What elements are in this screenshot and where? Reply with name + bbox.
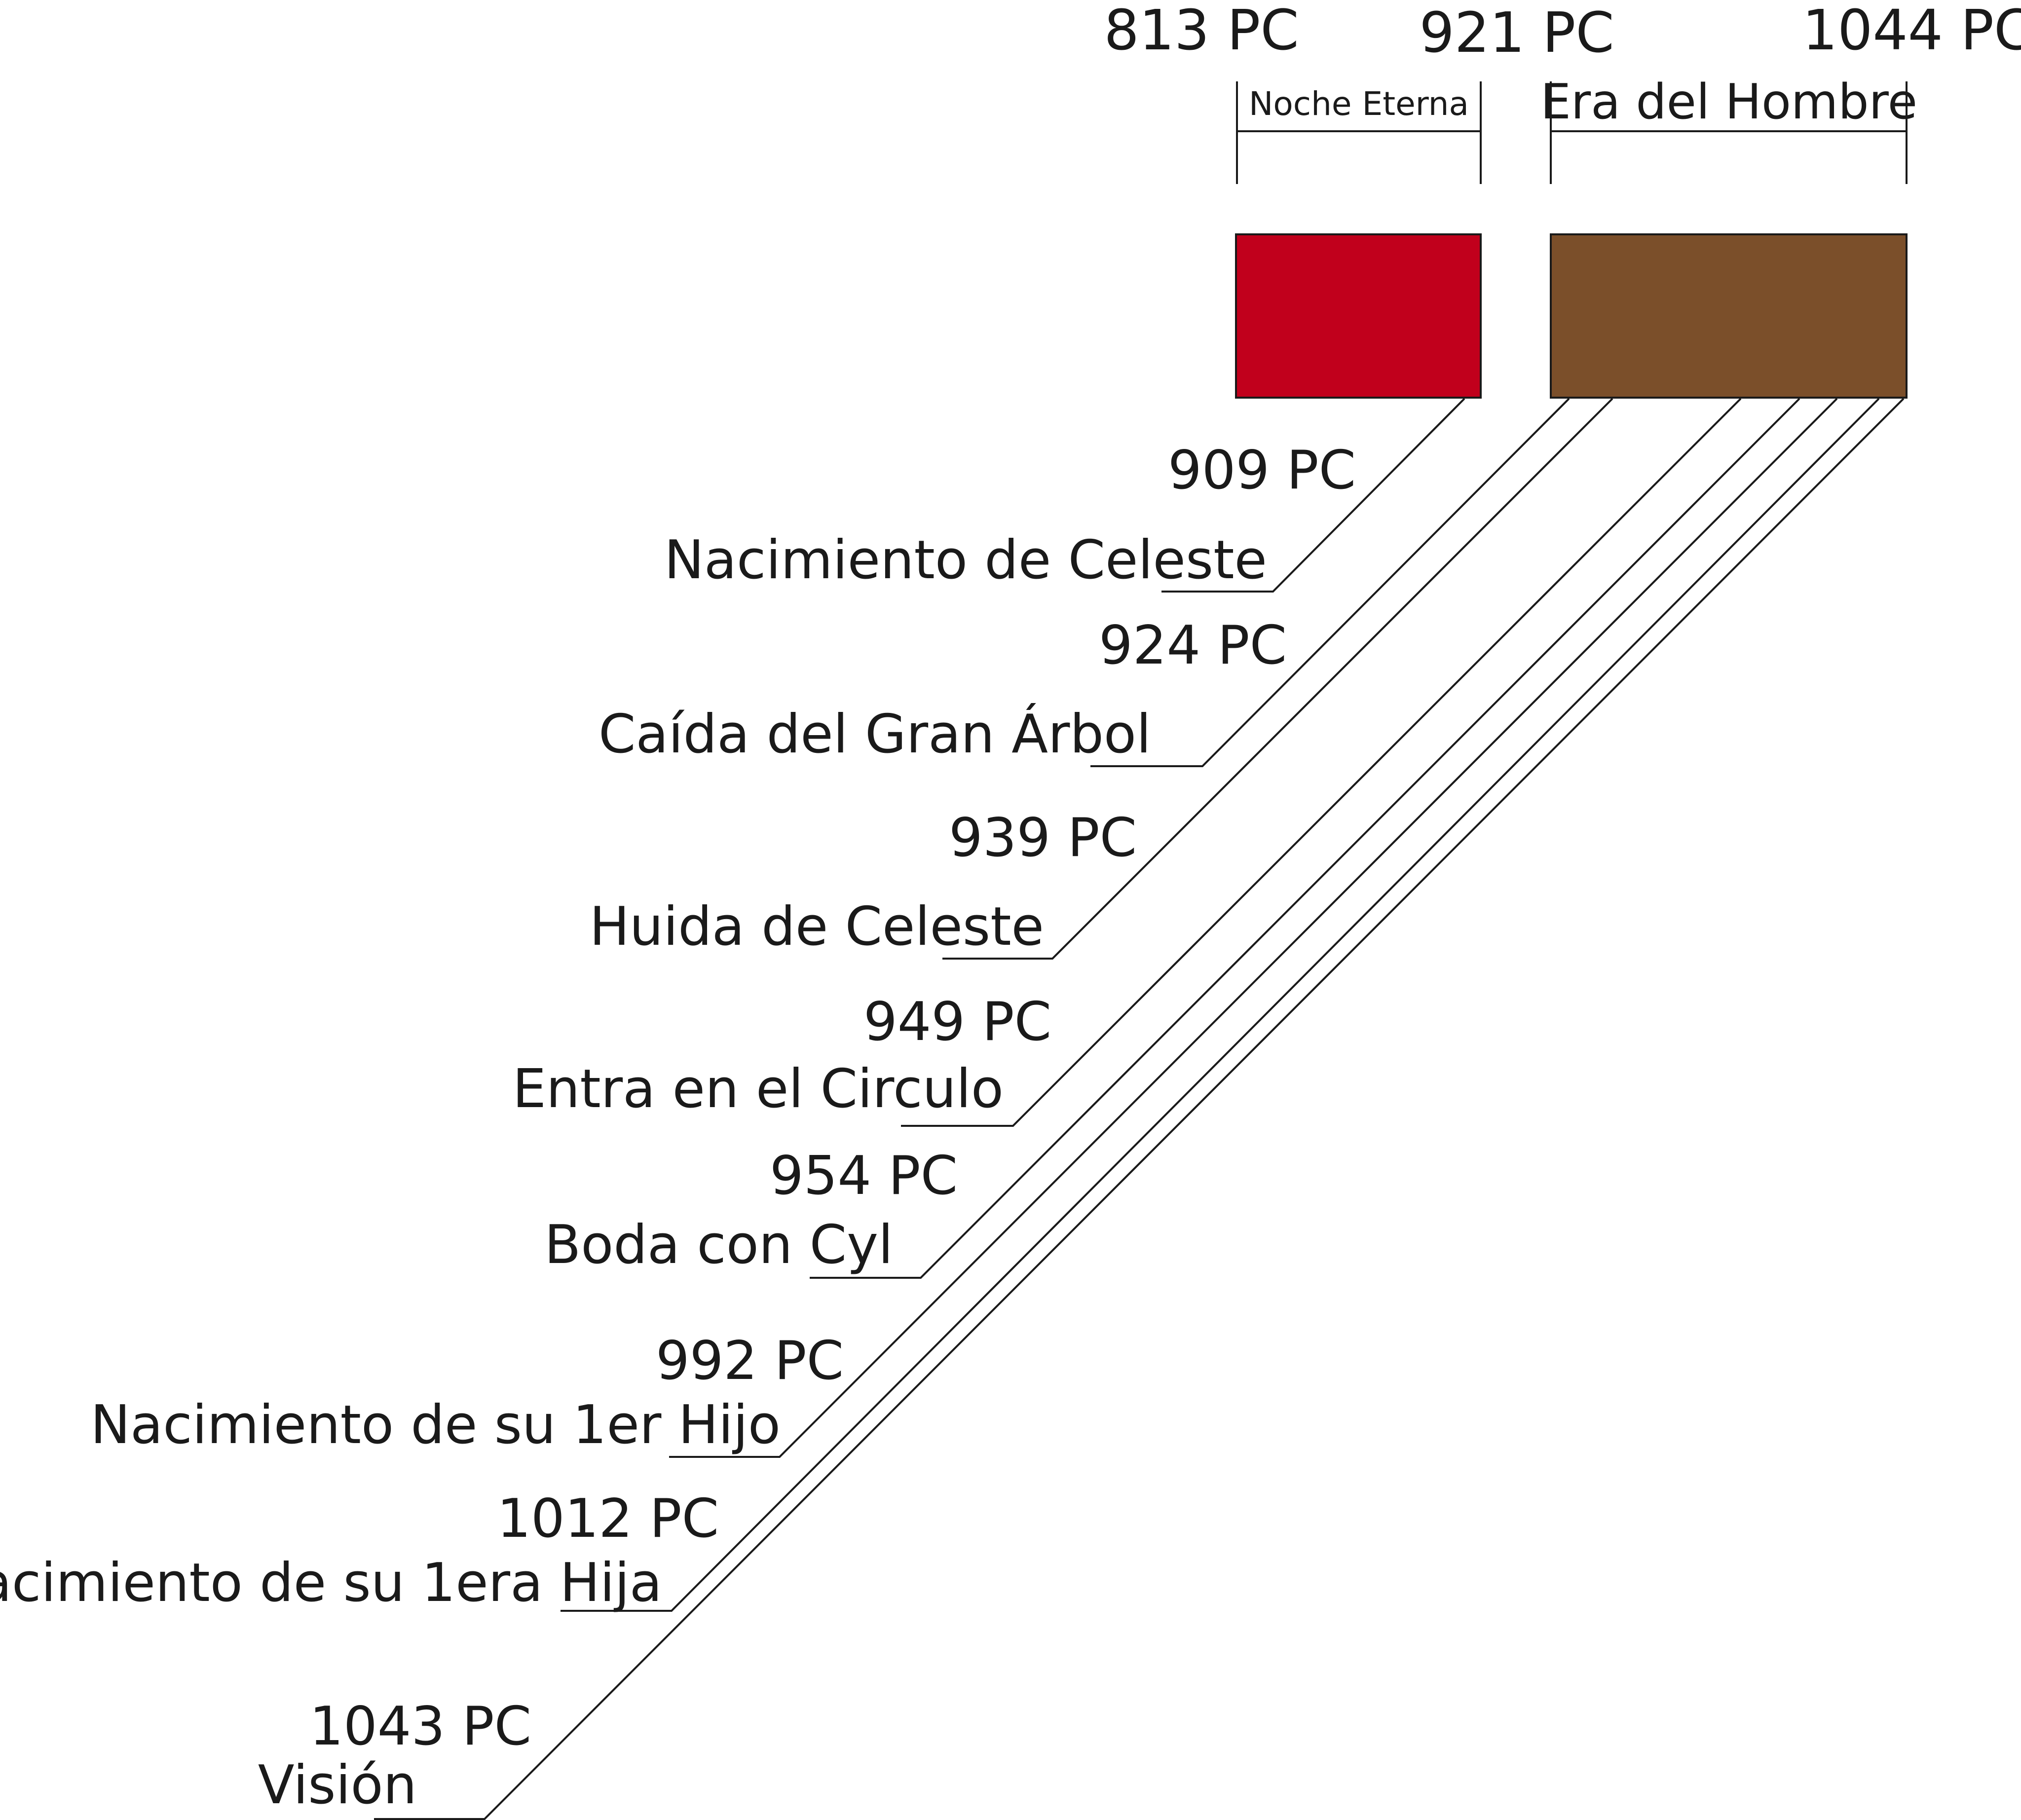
leader-line-992 bbox=[669, 398, 1838, 1458]
leader-line-939 bbox=[942, 398, 1613, 960]
event-label-1043: Visión bbox=[258, 1754, 417, 1816]
event-label-954: Boda con Cyl bbox=[544, 1214, 893, 1276]
event-label-1012: Nacimiento de su 1era Hija bbox=[0, 1552, 662, 1614]
event-label-949: Entra en el Circulo bbox=[513, 1058, 1004, 1120]
event-label-909: Nacimiento de Celeste bbox=[664, 529, 1267, 591]
leader-line-954 bbox=[810, 398, 1800, 1279]
year-1044-label: 1044 PC bbox=[1802, 0, 2021, 63]
event-year-992: 992 PC bbox=[656, 1330, 844, 1392]
leader-line-1012 bbox=[561, 398, 1880, 1612]
event-year-924: 924 PC bbox=[1099, 615, 1287, 676]
event-year-909: 909 PC bbox=[1168, 440, 1356, 501]
noche-eterna-bracket bbox=[1236, 81, 1482, 184]
leader-line-1043 bbox=[374, 398, 1905, 1820]
year-813-label: 813 PC bbox=[1104, 0, 1299, 63]
event-label-939: Huida de Celeste bbox=[590, 896, 1044, 958]
event-year-1043: 1043 PC bbox=[309, 1696, 531, 1757]
event-year-949: 949 PC bbox=[863, 991, 1051, 1053]
year-921-label: 921 PC bbox=[1419, 1, 1614, 65]
leader-line-909 bbox=[1161, 398, 1465, 593]
era-del-hombre-box bbox=[1550, 233, 1908, 399]
event-label-924: Caída del Gran Árbol bbox=[599, 703, 1151, 765]
event-leaders bbox=[374, 398, 1905, 1820]
event-year-939: 939 PC bbox=[949, 807, 1137, 869]
era-del-hombre-label: Era del Hombre bbox=[1540, 74, 1917, 130]
leader-line-949 bbox=[901, 398, 1742, 1127]
noche-eterna-label: Noche Eterna bbox=[1249, 85, 1469, 123]
event-label-992: Nacimiento de su 1er Hijo bbox=[90, 1394, 781, 1456]
noche-eterna-box bbox=[1235, 233, 1482, 399]
leader-line-924 bbox=[1090, 398, 1570, 767]
event-year-1012: 1012 PC bbox=[497, 1488, 719, 1550]
era-del-hombre-bracket bbox=[1550, 81, 1908, 184]
event-year-954: 954 PC bbox=[770, 1145, 958, 1207]
